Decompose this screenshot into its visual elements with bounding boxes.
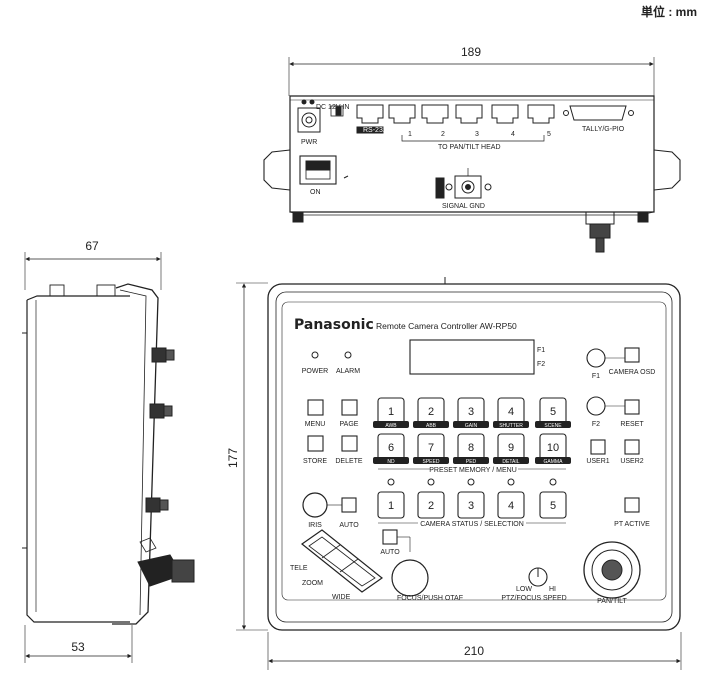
display-mark-f2: F2: [537, 361, 545, 368]
svg-text:5: 5: [547, 131, 551, 138]
focus-auto-label: AUTO: [380, 549, 400, 556]
svg-text:8: 8: [468, 442, 474, 454]
side-knobs: [145, 347, 175, 513]
delete-label: DELETE: [335, 458, 363, 465]
zoom-rocker: [300, 529, 384, 593]
svg-text:7: 7: [428, 442, 434, 454]
svg-text:9: 9: [508, 442, 514, 454]
svg-text:3: 3: [468, 500, 474, 512]
svg-text:ABB: ABB: [426, 423, 437, 429]
rear-view: [263, 57, 681, 253]
wide-label: WIDE: [332, 594, 351, 601]
svg-text:PED: PED: [466, 459, 477, 465]
dim-side-bottom: 53: [71, 640, 85, 654]
side-view: [22, 252, 195, 663]
svg-text:2: 2: [441, 131, 445, 138]
svg-text:2: 2: [428, 406, 434, 418]
rj45-port-group: [356, 104, 555, 124]
tally-label: TALLY/G-PIO: [582, 126, 625, 133]
svg-text:ND: ND: [387, 459, 395, 465]
svg-text:3: 3: [468, 406, 474, 418]
iris-label: IRIS: [308, 522, 322, 529]
model-label: Remote Camera Controller AW-RP50: [376, 321, 517, 331]
tele-label: TELE: [290, 565, 308, 572]
dim-front-height: 177: [226, 448, 240, 468]
pt-active-label: PT ACTIVE: [614, 521, 650, 528]
f1-label: F1: [592, 373, 600, 380]
preset-memory-label: PRESET MEMORY / MENU: [429, 467, 517, 474]
svg-text:4: 4: [508, 406, 514, 418]
svg-text:2: 2: [428, 500, 434, 512]
f2-label: F2: [592, 421, 600, 428]
dim-side-top: 67: [85, 239, 99, 253]
signal-gnd-label: SIGNAL GND: [442, 203, 485, 210]
dim-rear-width: 189: [461, 45, 481, 59]
svg-text:GAMMA: GAMMA: [544, 459, 564, 465]
svg-text:SPEED: SPEED: [423, 459, 440, 465]
camera-keys: [377, 491, 567, 519]
focus-label: FOCUS/PUSH OTAF: [397, 595, 463, 602]
pan-tilt-label: PAN/TILT: [597, 598, 627, 605]
svg-text:GAIN: GAIN: [465, 423, 478, 429]
dim-front-width: 210: [464, 644, 484, 658]
camera-key-numbers: 1 2 3 4 5: [388, 500, 556, 512]
port-numbers: 1 2 3 4 5: [408, 131, 551, 138]
brand-logo: Panasonic: [294, 317, 374, 333]
svg-text:1: 1: [388, 500, 394, 512]
svg-text:6: 6: [388, 442, 394, 454]
svg-text:DETAIL: DETAIL: [502, 459, 519, 465]
svg-text:10: 10: [547, 442, 559, 454]
svg-text:3: 3: [475, 131, 479, 138]
user1-label: USER1: [586, 458, 609, 465]
preset-key-numbers: 1 2 3 4 5 6 7 8 9 10: [388, 406, 559, 454]
camera-osd-label: CAMERA OSD: [609, 369, 656, 376]
svg-text:SCENE: SCENE: [544, 423, 562, 429]
front-view: [236, 277, 682, 670]
display-mark-f1: F1: [537, 347, 545, 354]
svg-text:1: 1: [388, 406, 394, 418]
speed-label: PTZ/FOCUS SPEED: [501, 595, 566, 602]
svg-text:4: 4: [511, 131, 515, 138]
camera-status-label: CAMERA STATUS / SELECTION: [420, 521, 524, 528]
preset-sub-tags: [373, 421, 571, 464]
switch-label: ON: [310, 189, 321, 196]
power-led-label: POWER: [302, 368, 328, 375]
page-label: PAGE: [340, 421, 359, 428]
speed-low-label: LOW: [516, 586, 532, 593]
svg-text:AWB: AWB: [385, 423, 397, 429]
svg-text:1: 1: [408, 131, 412, 138]
rs232-label: RS-232C: [363, 127, 392, 134]
pwr-terminal-label: PWR: [301, 139, 317, 146]
ports-label: TO PAN/TILT HEAD: [438, 144, 501, 151]
svg-text:4: 4: [508, 500, 514, 512]
menu-label: MENU: [305, 421, 326, 428]
iris-auto-label: AUTO: [339, 522, 359, 529]
reset-label: RESET: [620, 421, 644, 428]
user2-label: USER2: [620, 458, 643, 465]
dc-in-label: DC 12V IN: [316, 104, 349, 111]
alarm-led-label: ALARM: [336, 368, 360, 375]
svg-text:5: 5: [550, 500, 556, 512]
svg-text:5: 5: [550, 406, 556, 418]
zoom-label: ZOOM: [302, 580, 323, 587]
svg-text:SHUTTER: SHUTTER: [499, 423, 523, 429]
store-label: STORE: [303, 458, 327, 465]
preset-key-subs: AWB ABB GAIN SHUTTER SCENE ND SPEED PED …: [385, 423, 563, 465]
speed-hi-label: HI: [549, 586, 556, 593]
unit-label: 単位 : mm: [641, 4, 697, 19]
